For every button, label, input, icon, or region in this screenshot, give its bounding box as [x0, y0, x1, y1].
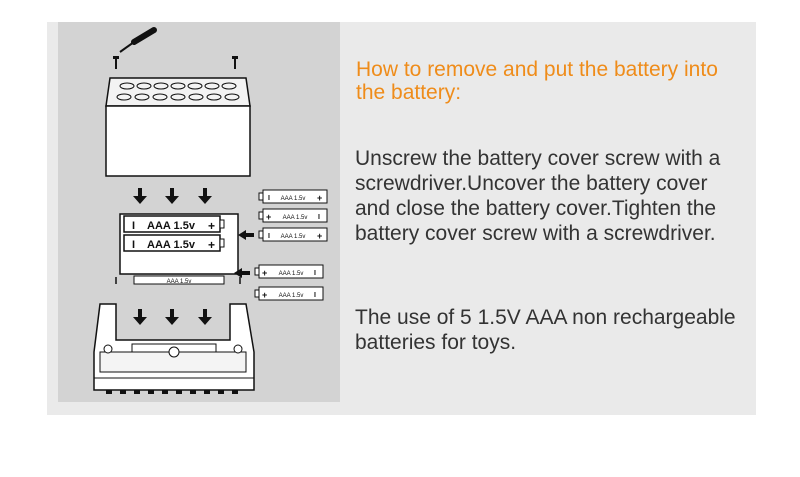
svg-text:+: +	[317, 193, 322, 203]
svg-text:AAA 1.5v: AAA 1.5v	[279, 293, 304, 299]
screw-icon	[232, 56, 238, 69]
svg-text:I: I	[318, 214, 320, 221]
toy-base	[93, 303, 255, 394]
loose-battery: I AAA 1.5v +	[258, 189, 328, 204]
svg-text:AAA 1.5v: AAA 1.5v	[283, 215, 308, 221]
instructions-paragraph-1: Unscrew the battery cover screw with a s…	[355, 147, 721, 245]
svg-text:+: +	[266, 212, 271, 222]
battery-cover	[105, 77, 251, 177]
diagram-area: AAA 1.5v I AAA 1.5v + I AAA 1.5v + I A	[58, 22, 340, 402]
battery-in-holder: I AAA 1.5v +	[123, 234, 225, 252]
svg-text:AAA 1.5v: AAA 1.5v	[147, 220, 196, 232]
loose-battery: + AAA 1.5v I	[258, 208, 328, 223]
svg-text:+: +	[262, 268, 267, 278]
arrow-left-icon	[234, 230, 254, 278]
svg-text:AAA 1.5v: AAA 1.5v	[147, 239, 196, 251]
screwdriver-icon	[119, 27, 157, 53]
svg-text:AAA 1.5v: AAA 1.5v	[279, 271, 304, 277]
loose-battery: + AAA 1.5v I	[254, 264, 324, 279]
holder-label: AAA 1.5v	[167, 279, 192, 285]
loose-battery: I AAA 1.5v +	[258, 227, 328, 242]
instructions-heading: How to remove and put the battery into t…	[356, 58, 718, 104]
svg-text:+: +	[262, 290, 267, 300]
svg-text:AAA 1.5v: AAA 1.5v	[281, 234, 306, 240]
screw-icon	[113, 56, 119, 69]
svg-text:I: I	[132, 220, 135, 232]
svg-text:I: I	[314, 292, 316, 299]
loose-battery: + AAA 1.5v I	[254, 286, 324, 301]
svg-text:I: I	[314, 270, 316, 277]
battery-install-diagram: AAA 1.5v I AAA 1.5v + I AAA 1.5v + I A	[93, 27, 328, 394]
svg-text:I: I	[132, 239, 135, 251]
instructions-paragraph-2: The use of 5 1.5V AAA non rechargeable b…	[355, 306, 736, 354]
arrow-down-icon	[133, 188, 212, 204]
svg-text:I: I	[268, 233, 270, 240]
svg-text:+: +	[208, 219, 215, 233]
svg-text:AAA 1.5v: AAA 1.5v	[281, 196, 306, 202]
svg-text:+: +	[208, 238, 215, 252]
arrow-down-icon	[133, 309, 212, 325]
svg-text:+: +	[317, 231, 322, 241]
svg-text:I: I	[268, 195, 270, 202]
battery-in-holder: I AAA 1.5v +	[123, 215, 225, 233]
